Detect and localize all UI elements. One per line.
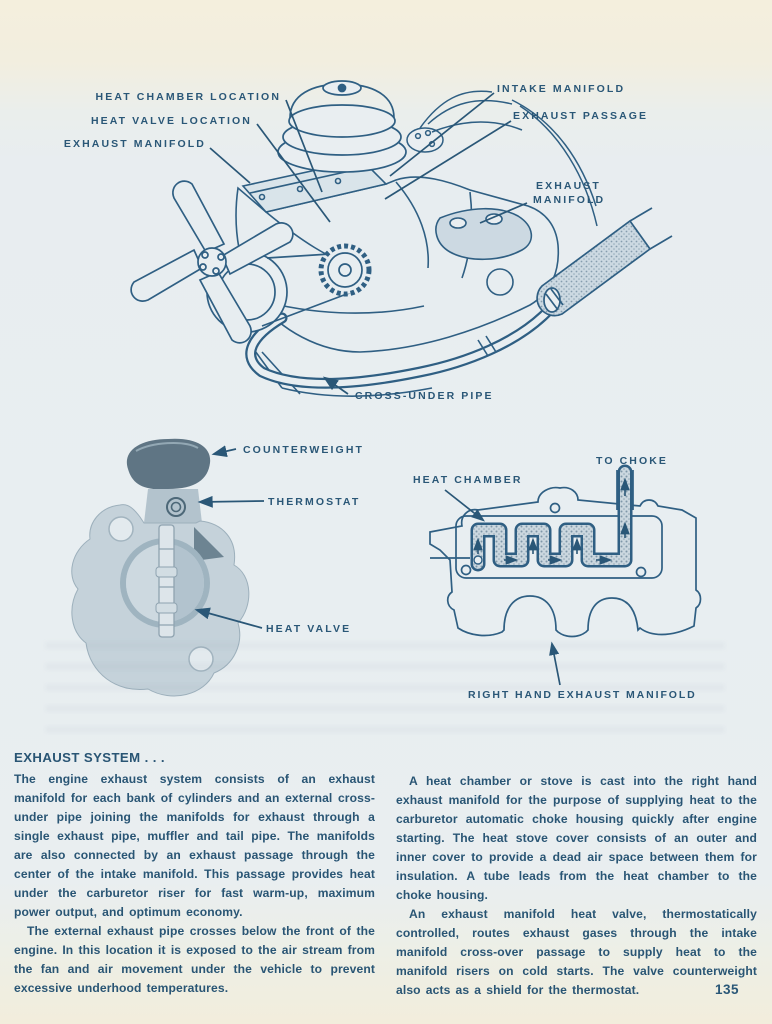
air-cleaner-art [277,80,407,173]
distributor-art [406,90,598,227]
cross-under-pipe-art [245,289,560,389]
right-paragraph-1: A heat chamber or stove is cast into the… [396,774,757,902]
heat-valve-leader-lines [194,445,265,629]
section-heading: EXHAUST SYSTEM . . . [14,750,165,765]
heat-chamber-channel [470,464,633,572]
label-exhaust-manifold-right-2: MANIFOLD [533,194,605,206]
heat-valve-figure: COUNTERWEIGHT THERMOSTAT HEAT VALVE [71,438,364,697]
label-exhaust-passage: EXHAUST PASSAGE [513,110,648,122]
exhaust-manifold-art [435,207,533,261]
manifold-figure: HEAT CHAMBER TO CHOKE RIGHT HAND EXHAUST… [413,455,702,701]
label-heat-chamber-location: HEAT CHAMBER LOCATION [96,91,281,103]
label-to-choke: TO CHOKE [596,455,668,467]
article-left-column: EXHAUST SYSTEM . . . The engine exhaust … [14,750,375,1000]
article-right-column: A heat chamber or stove is cast into the… [396,750,757,1000]
right-paragraph-2: An exhaust manifold heat valve, thermost… [396,906,757,997]
label-exhaust-manifold-left: EXHAUST MANIFOLD [64,138,206,150]
label-heat-valve-location: HEAT VALVE LOCATION [91,115,252,127]
left-paragraph-1: The engine exhaust system consists of an… [14,772,375,919]
fan-art [130,180,372,344]
engine-figure: HEAT CHAMBER LOCATION HEAT VALVE LOCATIO… [64,80,673,402]
manifold-outline [429,470,702,638]
article: EXHAUST SYSTEM . . . The engine exhaust … [14,750,758,1000]
engine-leader-lines [209,92,528,395]
label-intake-manifold: INTAKE MANIFOLD [497,83,625,95]
label-thermostat: THERMOSTAT [268,496,360,508]
label-exhaust-manifold-right-1: EXHAUST [536,180,601,192]
label-cross-under-pipe: CROSS-UNDER PIPE [355,390,494,402]
manifold-leader-lines [444,489,561,686]
page-number: 135 [714,982,739,997]
muffler-art [536,207,673,317]
label-heat-chamber: HEAT CHAMBER [413,474,523,486]
label-counterweight: COUNTERWEIGHT [243,444,364,456]
label-manifold-caption: RIGHT HAND EXHAUST MANIFOLD [468,689,697,701]
left-paragraph-2: The external exhaust pipe crosses below … [14,923,375,995]
label-heat-valve: HEAT VALVE [266,623,351,635]
heat-valve-photo [71,438,250,697]
